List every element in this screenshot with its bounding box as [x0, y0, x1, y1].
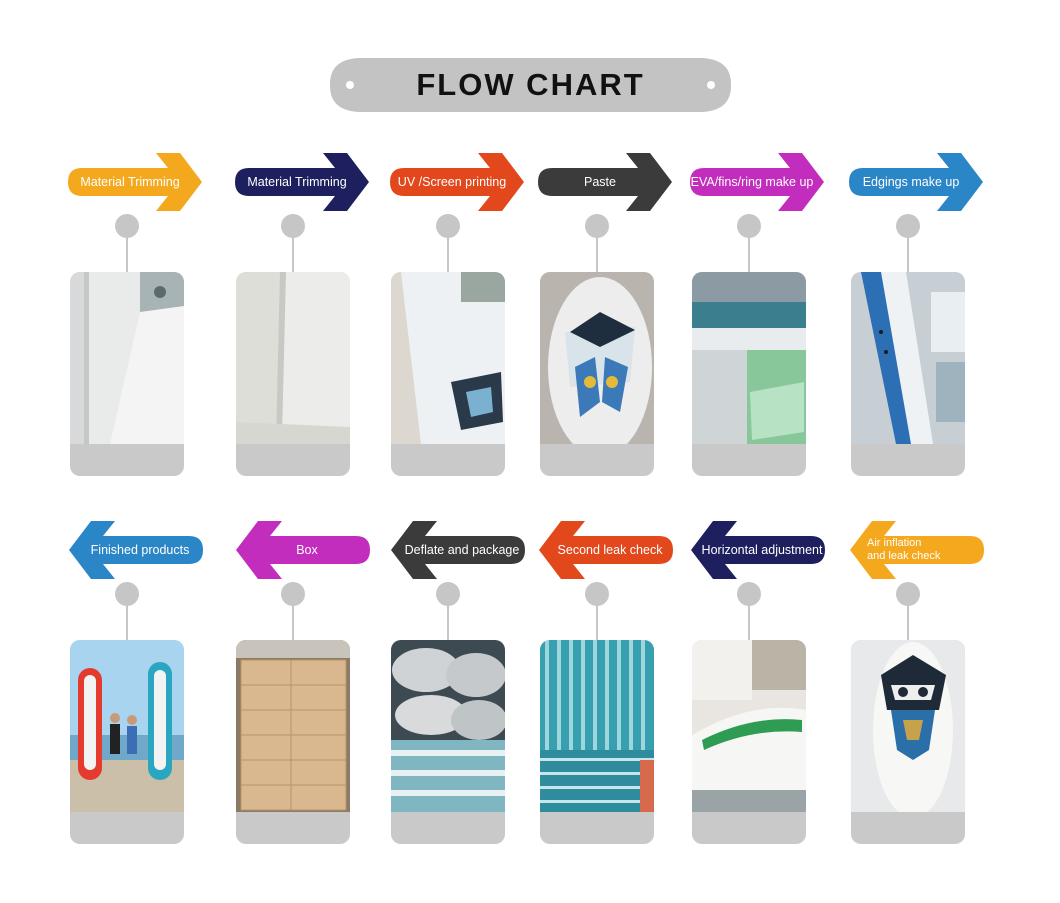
step-arrow-right: Paste	[538, 150, 673, 214]
connector-dot	[585, 214, 609, 238]
photo-rolled-packages	[391, 640, 505, 812]
photo-edge-rail-workshop	[851, 272, 965, 444]
connector-line	[596, 604, 598, 640]
step-photo-card	[70, 640, 184, 844]
photo-inflated-board-graphic	[851, 640, 965, 812]
step-photo-card	[391, 272, 505, 476]
step-photo-card	[851, 640, 965, 844]
connector-line	[447, 236, 449, 272]
photo-printed-board-surface	[391, 272, 505, 444]
photo-beach-paddleboards	[70, 640, 184, 812]
connector-line	[292, 604, 294, 640]
step-photo-card	[391, 640, 505, 844]
step-label: Horizontal adjustment	[701, 542, 823, 557]
connector-dot	[436, 214, 460, 238]
step-arrow-left: Horizontal adjustment	[690, 518, 825, 582]
connector-dot	[737, 214, 761, 238]
connector-line	[126, 604, 128, 640]
photo-stacked-cartons	[236, 640, 350, 812]
step-arrow-right: Material Trimming	[235, 150, 370, 214]
step-arrow-right: EVA/fins/ring make up	[690, 150, 825, 214]
step-label: Material Trimming	[80, 174, 180, 189]
page-title: FLOW CHART	[416, 67, 645, 102]
photo-white-fabric-roll	[70, 272, 184, 444]
connector-line	[748, 236, 750, 272]
step-arrow-left: Second leak check	[538, 518, 673, 582]
connector-dot	[896, 214, 920, 238]
step-photo-card	[236, 272, 350, 476]
connector-dot	[281, 214, 305, 238]
step-label: Second leak check	[557, 542, 663, 557]
step-photo-card	[540, 272, 654, 476]
photo-white-fabric-sheet	[236, 272, 350, 444]
connector-dot	[737, 582, 761, 606]
connector-line	[596, 236, 598, 272]
connector-dot	[585, 582, 609, 606]
title-plaque-shape	[330, 58, 731, 112]
step-arrow-right: Material Trimming	[68, 150, 203, 214]
photo-deck-pad-assembly	[692, 272, 806, 444]
connector-line	[126, 236, 128, 272]
step-photo-card	[692, 640, 806, 844]
step-label: Material Trimming	[247, 174, 347, 189]
connector-line	[292, 236, 294, 272]
step-label: Edgings make up	[862, 174, 960, 189]
photo-stacked-boards	[540, 640, 654, 812]
connector-dot	[281, 582, 305, 606]
step-label: Deflate and package	[404, 542, 520, 557]
step-label: Paste	[584, 174, 616, 189]
step-arrow-left: Finished products	[68, 518, 203, 582]
step-label: Box	[296, 542, 318, 557]
step-label-line: Air inflation	[867, 537, 922, 549]
step-arrow-left: Box	[235, 518, 370, 582]
step-label-line: and leak check	[867, 550, 941, 562]
step-arrow-left: Deflate and package	[390, 518, 525, 582]
step-label: Finished products	[90, 542, 190, 557]
connector-dot	[436, 582, 460, 606]
photo-board-closeup	[692, 640, 806, 812]
step-photo-card	[236, 640, 350, 844]
connector-dot	[115, 214, 139, 238]
connector-dot	[115, 582, 139, 606]
connector-line	[748, 604, 750, 640]
step-arrow-right: UV /Screen printing	[390, 150, 525, 214]
title-plaque: FLOW CHART	[328, 56, 733, 114]
step-label: UV /Screen printing	[397, 174, 507, 189]
connector-dot	[896, 582, 920, 606]
step-photo-card	[540, 640, 654, 844]
step-photo-card	[692, 272, 806, 476]
step-photo-card	[70, 272, 184, 476]
connector-line	[907, 604, 909, 640]
photo-board-with-graphic	[540, 272, 654, 444]
step-label: EVA/fins/ring make up	[690, 174, 814, 189]
connector-line	[907, 236, 909, 272]
step-arrow-right: Edgings make up	[849, 150, 984, 214]
step-photo-card	[851, 272, 965, 476]
connector-line	[447, 604, 449, 640]
